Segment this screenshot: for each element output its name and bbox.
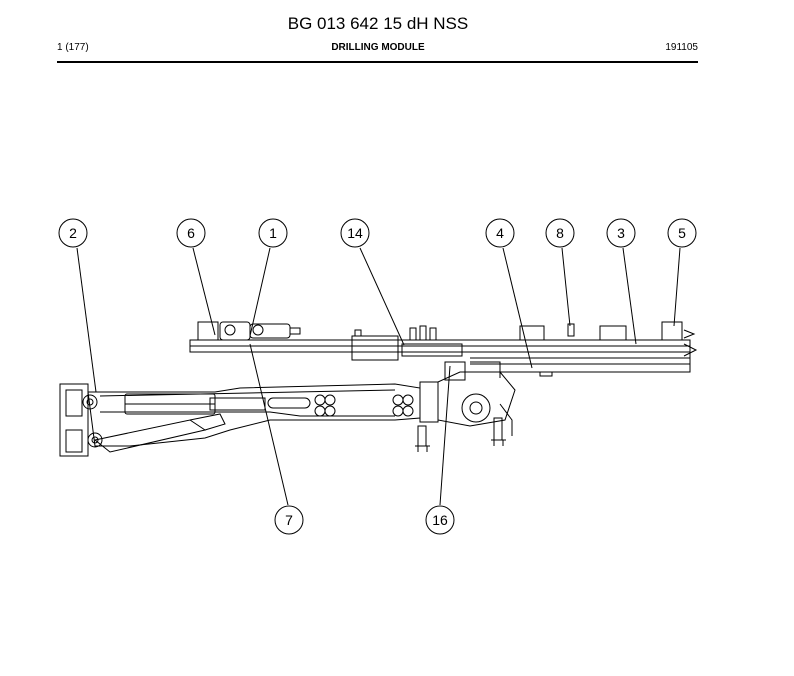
callout-6: 6 bbox=[176, 218, 216, 336]
rotation-unit bbox=[415, 361, 516, 452]
document-title: BG 013 642 15 dH NSS bbox=[287, 14, 469, 33]
callout-5: 5 bbox=[667, 218, 697, 327]
feed-beam bbox=[189, 321, 698, 377]
page-number: 1 (177) bbox=[57, 42, 89, 53]
svg-text:5: 5 bbox=[678, 225, 686, 241]
svg-text:8: 8 bbox=[556, 225, 564, 241]
callout-2: 2 bbox=[58, 218, 97, 393]
callout-8: 8 bbox=[545, 218, 575, 327]
callout-14: 14 bbox=[340, 218, 405, 346]
svg-text:6: 6 bbox=[187, 225, 195, 241]
callout-7: 7 bbox=[249, 343, 304, 535]
svg-text:2: 2 bbox=[69, 225, 77, 241]
callout-1: 1 bbox=[249, 218, 288, 337]
boom-arm bbox=[59, 383, 421, 457]
svg-text:4: 4 bbox=[496, 225, 504, 241]
svg-text:14: 14 bbox=[347, 225, 363, 241]
callout-4: 4 bbox=[485, 218, 533, 369]
svg-text:3: 3 bbox=[617, 225, 625, 241]
header-rule bbox=[57, 61, 698, 63]
callout-16: 16 bbox=[425, 365, 455, 535]
svg-text:1: 1 bbox=[269, 225, 277, 241]
svg-text:16: 16 bbox=[432, 512, 448, 528]
document-date: 191105 bbox=[665, 42, 698, 53]
section-title: DRILLING MODULE bbox=[331, 42, 425, 53]
svg-text:7: 7 bbox=[285, 512, 293, 528]
callout-3: 3 bbox=[606, 218, 637, 345]
